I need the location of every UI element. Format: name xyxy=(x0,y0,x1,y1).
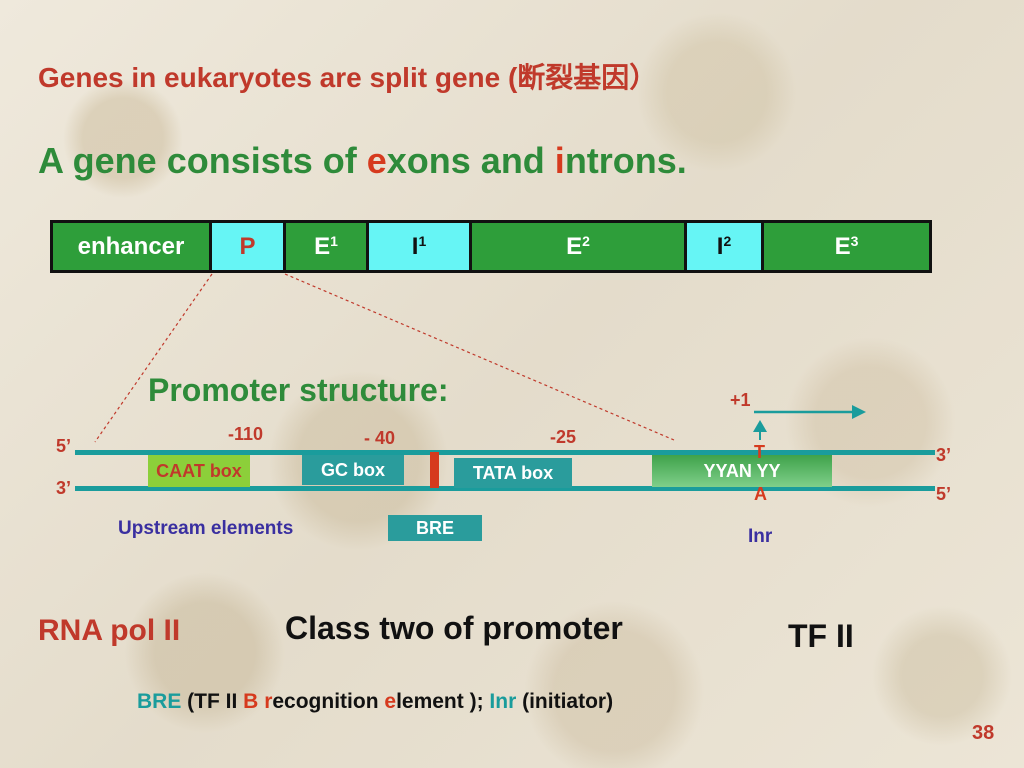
caat-box: CAAT box xyxy=(148,455,250,487)
gc-box: GC box xyxy=(302,455,404,485)
position-minus25: -25 xyxy=(550,427,577,447)
top-strand-5prime: 5’ xyxy=(56,436,72,456)
inr-label: Inr xyxy=(748,526,773,547)
position-plus1: +1 xyxy=(730,390,751,410)
promoter-heading: Promoter structure: xyxy=(148,372,449,408)
position-minus40: - 40 xyxy=(364,428,396,448)
class-two-label: Class two of promoter xyxy=(285,610,623,646)
zoom-line-right xyxy=(284,273,675,441)
tf-label: TF II xyxy=(788,618,854,654)
upstream-elements-label: Upstream elements xyxy=(118,518,294,539)
start-base-a: A xyxy=(754,484,767,504)
slide-title: Genes in eukaryotes are split gene (断裂基因… xyxy=(38,62,658,93)
bre-marker xyxy=(430,452,439,488)
inr-sequence-box: YYAN YY xyxy=(652,455,832,487)
slide-subtitle: A gene consists of exons and introns. xyxy=(38,140,687,181)
tata-box: TATA box xyxy=(454,458,572,488)
bre-box: BRE xyxy=(388,515,482,541)
rna-pol-label: RNA pol II xyxy=(38,614,181,647)
promoter-segment: P xyxy=(212,223,286,270)
start-base-t: T xyxy=(754,442,765,462)
position-minus110: -110 xyxy=(228,424,264,444)
top-strand-3prime: 3’ xyxy=(936,445,952,465)
footnote: BRE (TF II B recognition element ); Inr … xyxy=(137,690,614,713)
transcription-arrow-head xyxy=(852,405,866,419)
bottom-dna-strand xyxy=(75,486,935,491)
zoom-line-left xyxy=(94,273,213,443)
page-number: 38 xyxy=(972,722,995,744)
top-dna-strand xyxy=(75,450,935,455)
start-site-arrow-head xyxy=(753,420,767,432)
enhancer-segment: enhancer xyxy=(53,223,212,270)
bottom-strand-5prime: 5’ xyxy=(936,484,952,504)
bottom-strand-3prime: 3’ xyxy=(56,478,72,498)
